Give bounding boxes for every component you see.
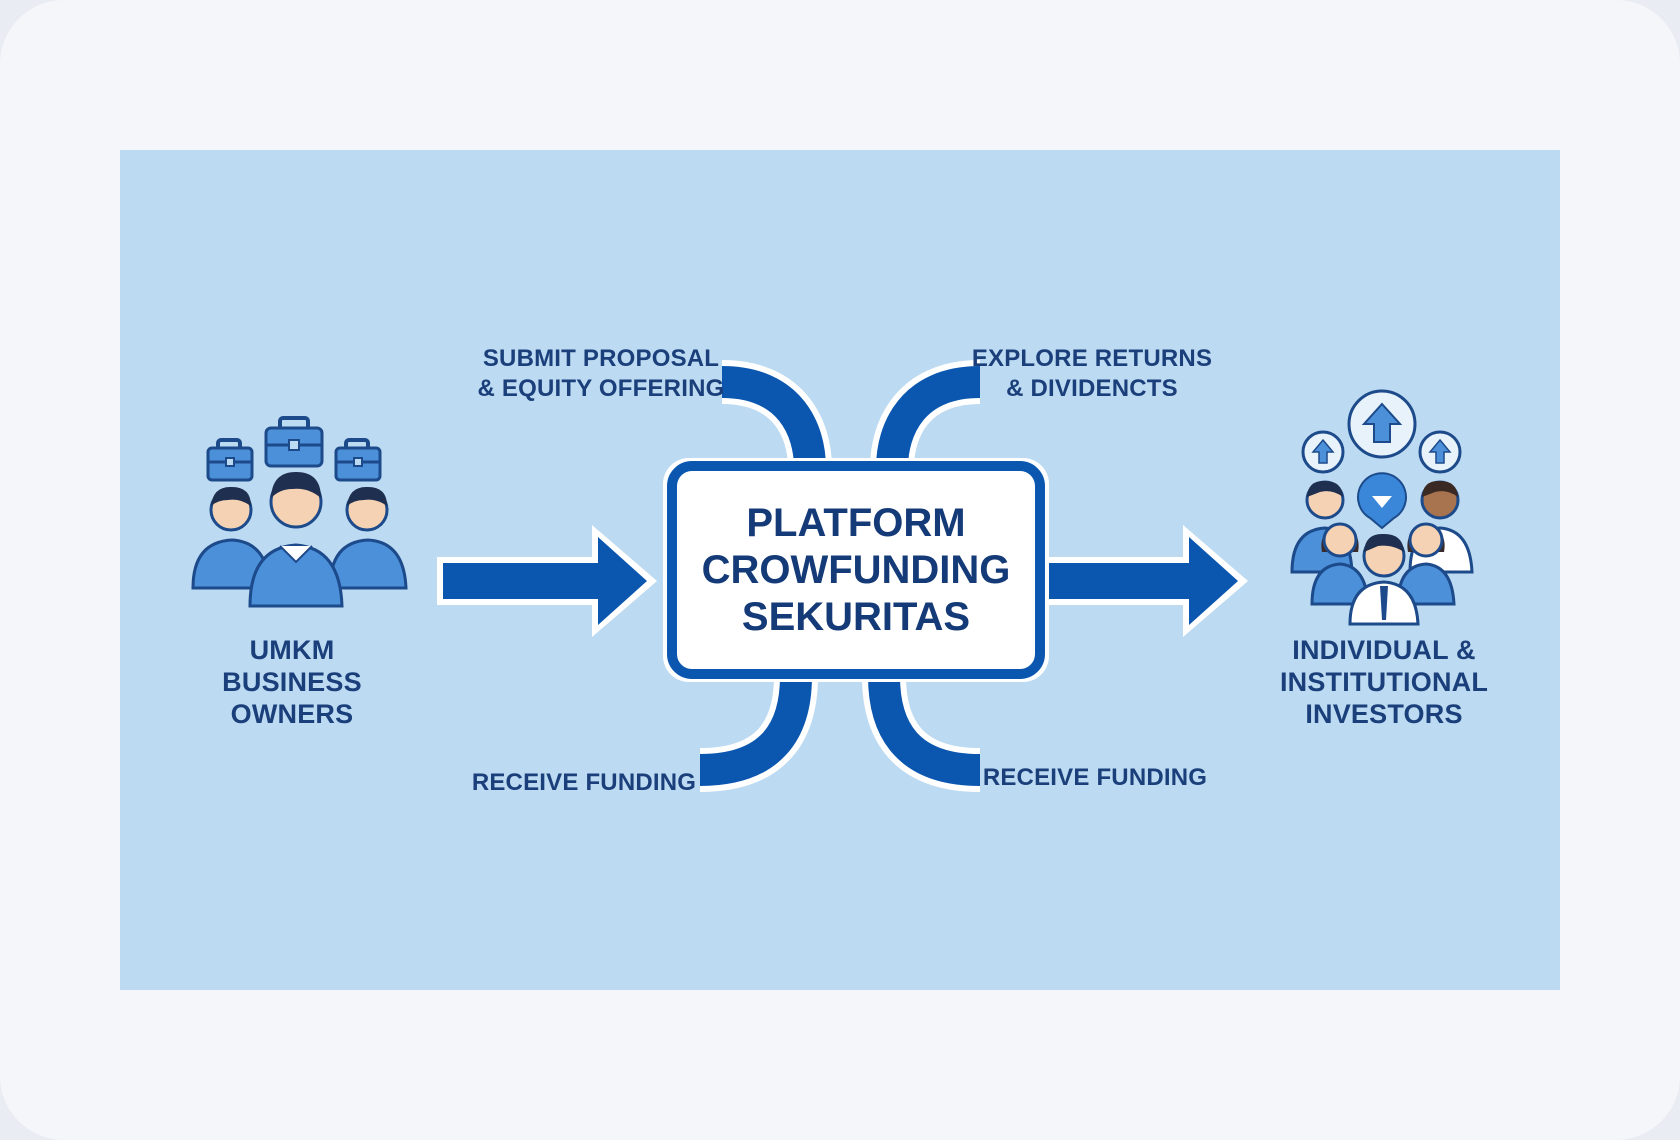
business-owners-label: UMKM BUSINESS OWNERS [222, 635, 362, 729]
investor-icon [1348, 533, 1420, 626]
platform-node: PLATFORM CROWFUNDING SEKURITAS [672, 466, 1040, 674]
right-arrow-icon [437, 525, 657, 637]
business-owner-icon [248, 472, 344, 608]
briefcase-icon [334, 438, 382, 482]
connector-bottom-right [862, 675, 981, 792]
investor-icon [1310, 522, 1370, 606]
up-arrow-icon [1301, 430, 1345, 474]
platform-label: PLATFORM CROWFUNDING SEKURITAS [701, 500, 1011, 639]
receive-funding-left-label: RECEIVE FUNDING [471, 769, 697, 796]
receive-funding-right-label: RECEIVE FUNDING [982, 764, 1208, 791]
business-owner-icon [328, 486, 408, 590]
investors-label: INDIVIDUAL & INSTITUTIONAL INVESTORS [1279, 635, 1489, 729]
business-owner-icon [191, 486, 272, 590]
connector-bottom-left [699, 675, 818, 792]
right-arrow-icon [1040, 525, 1248, 637]
connector-top-right [870, 360, 982, 469]
up-arrow-icon [1418, 430, 1462, 474]
down-arrow-icon [1357, 472, 1407, 530]
briefcase-icon [264, 416, 324, 468]
up-arrow-icon [1347, 389, 1417, 459]
briefcase-icon [206, 438, 254, 482]
investor-icon [1396, 522, 1456, 606]
explore-returns-label: EXPLORE RETURNS & DIVIDENCTS [971, 345, 1213, 402]
connector-top-left [720, 360, 832, 469]
submit-proposal-label: SUBMIT PROPOSAL & EQUITY OFFERING [477, 345, 725, 402]
platform-box [663, 458, 1049, 682]
